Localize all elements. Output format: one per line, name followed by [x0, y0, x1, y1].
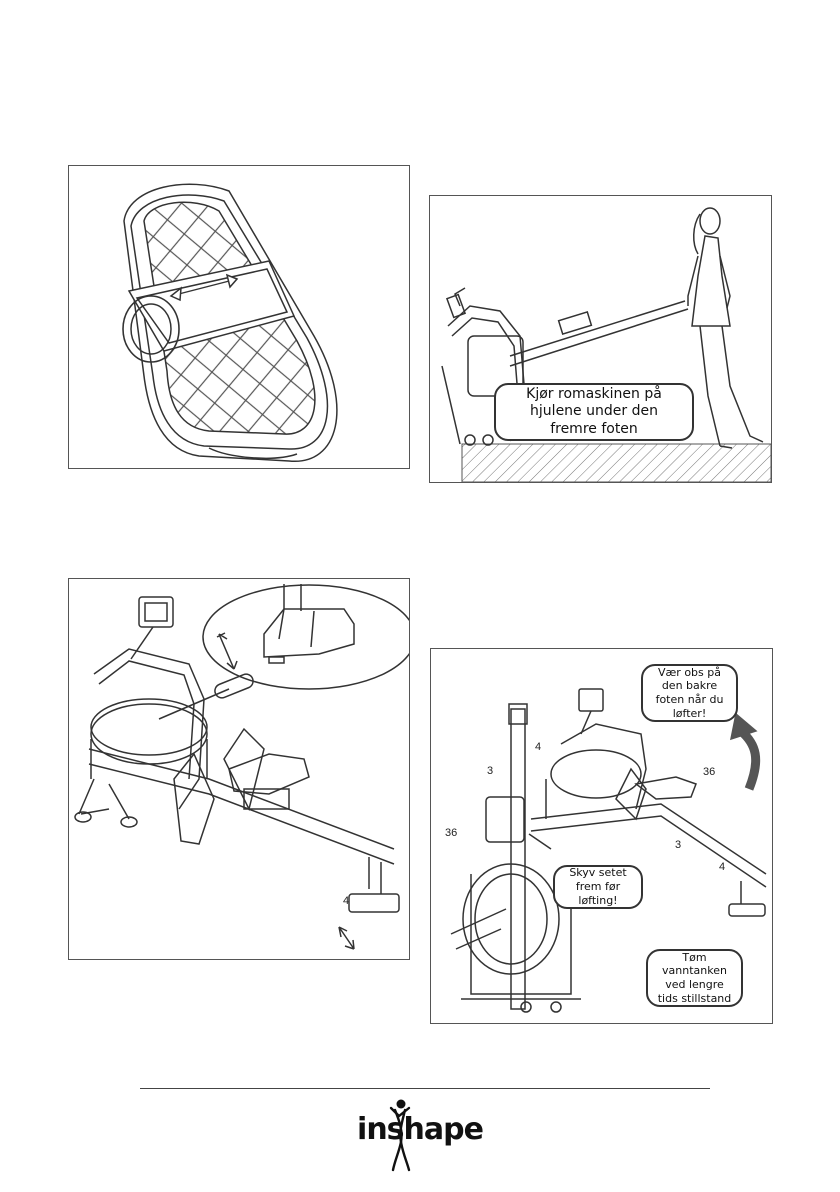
- rower-leveling-drawing: [69, 579, 409, 959]
- logo-text: inshape: [355, 1112, 485, 1147]
- storage-label-4-top: 4: [535, 741, 541, 753]
- storage-label-36-right: 36: [703, 766, 715, 778]
- pedal-illustration-panel: [68, 165, 410, 469]
- footer-divider: [140, 1088, 710, 1089]
- storage-callout-tank: Tøm vanntanken ved lengre tids stillstan…: [646, 949, 743, 1007]
- storage-illustration-panel: 4 3 36 36 3 4 Vær obs på den bakre foten…: [430, 648, 773, 1024]
- moving-illustration-panel: Kjør romaskinen på hjulene under den fre…: [429, 195, 772, 483]
- storage-label-3-right: 3: [675, 839, 681, 851]
- storage-label-4-right: 4: [719, 861, 725, 873]
- storage-callout-seat: Skyv setet frem før løfting!: [553, 865, 643, 909]
- inshape-logo: inshape: [355, 1098, 485, 1173]
- storage-label-36-left: 36: [445, 827, 457, 839]
- leveling-illustration-panel: 4: [68, 578, 410, 960]
- pedal-drawing: [69, 166, 409, 468]
- storage-callout-rear-foot: Vær obs på den bakre foten når du løfter…: [641, 664, 738, 722]
- moving-callout: Kjør romaskinen på hjulene under den fre…: [494, 383, 694, 441]
- storage-label-3-left: 3: [487, 765, 493, 777]
- leveling-part-label: 4: [343, 895, 349, 907]
